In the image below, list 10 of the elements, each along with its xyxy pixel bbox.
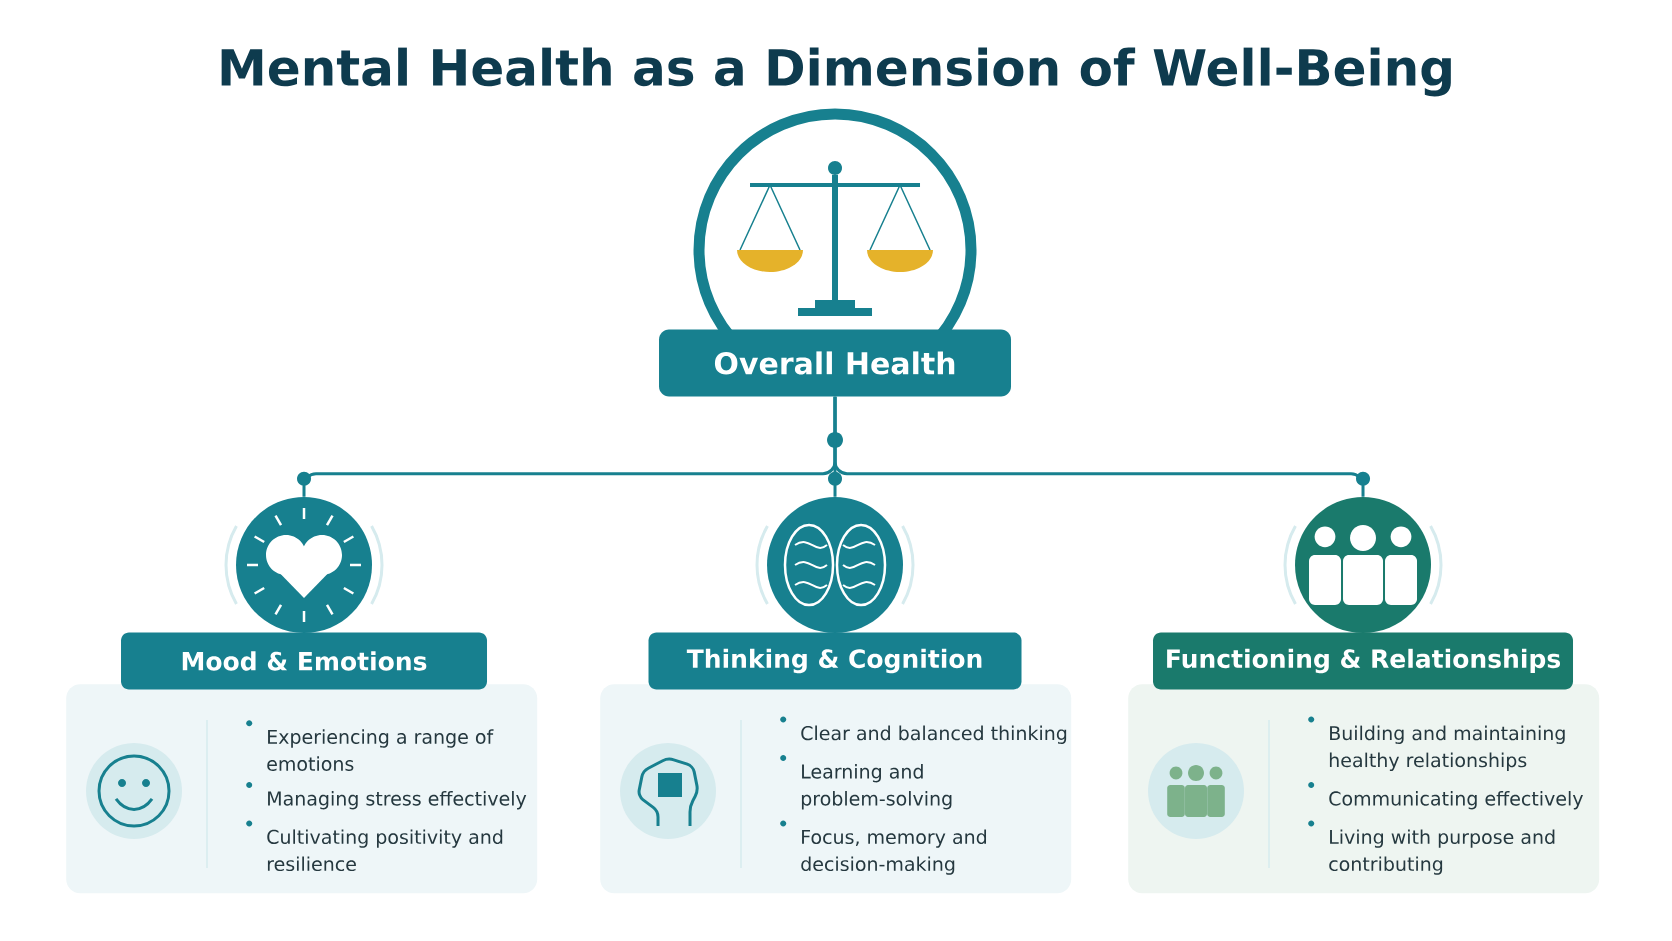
icon-circle xyxy=(767,497,903,633)
header-box: Thinking & Cognition xyxy=(648,632,1022,690)
bullet-card: Experiencing a range of emotions Managing stress effectively Cultivating positivity and resilience xyxy=(66,684,538,894)
header-box: Functioning & Relationships xyxy=(1153,632,1573,690)
title-box: Overall Health xyxy=(659,329,1011,397)
header-box: Mood & Emotions xyxy=(121,632,487,690)
diagram-title: Mental Health as a Dimension of Well-Being xyxy=(221,47,1451,97)
connector xyxy=(833,396,1365,497)
bullet-card: Clear and balanced thinking Learning and problem-solving Focus, memory and decision-making xyxy=(600,684,1072,894)
bullet-card: Building and maintaining healthy relationships Communicating effectively Living with purpose and contributing xyxy=(1128,684,1600,894)
